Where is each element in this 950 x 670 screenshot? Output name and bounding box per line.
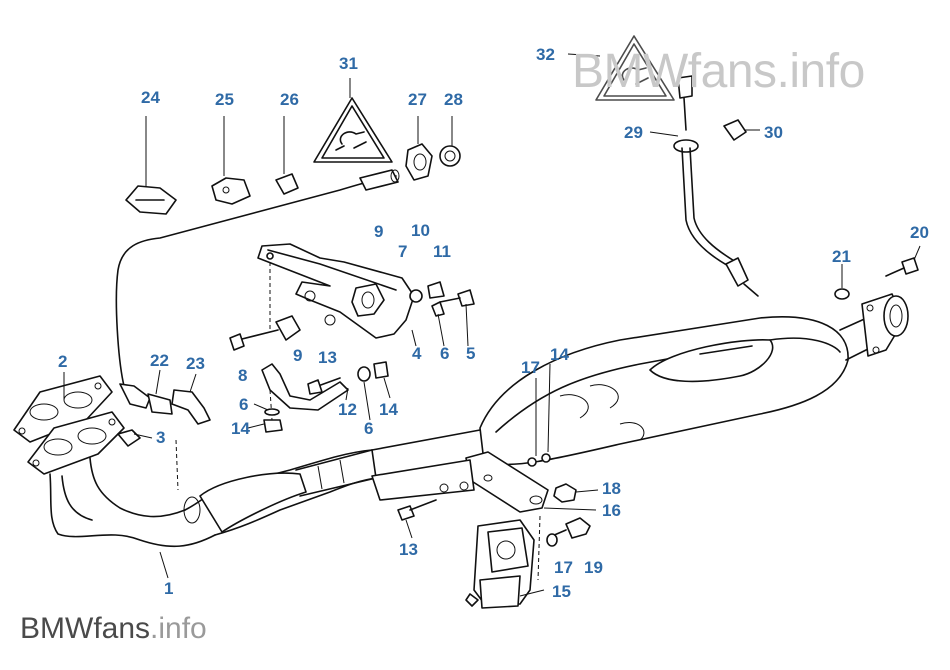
callout-14: 14 [550, 345, 569, 364]
callout-30: 30 [764, 123, 783, 142]
catalytic-converter [371, 293, 909, 479]
callout-19: 19 [584, 558, 603, 577]
clip-30 [723, 119, 747, 141]
warning-triangle-icon [313, 97, 393, 163]
callout-3: 3 [156, 428, 165, 447]
watermark-top-domain: .info [776, 45, 866, 98]
callout-16: 16 [602, 501, 621, 520]
callout-17: 17 [554, 558, 573, 577]
callout-9: 9 [293, 346, 302, 365]
callout-26: 26 [280, 90, 299, 109]
callout-13: 13 [399, 540, 418, 559]
callout-8: 8 [238, 366, 247, 385]
callout-6: 6 [239, 395, 248, 414]
callout-14: 14 [231, 419, 250, 438]
callout-24: 24 [141, 88, 160, 107]
callout-9: 9 [374, 222, 383, 241]
callout-32: 32 [536, 45, 555, 64]
callout-6: 6 [440, 344, 449, 363]
cable-clamps [405, 143, 461, 181]
watermark-bottom-domain: .info [150, 612, 207, 645]
watermark-top: BMWfans.info [572, 44, 865, 99]
callout-14: 14 [379, 400, 398, 419]
watermark-bottom: BMWfans.info [20, 612, 207, 646]
callout-23: 23 [186, 354, 205, 373]
leader-lines [63, 53, 921, 597]
support-bracket-16 [371, 451, 549, 513]
callout-18: 18 [602, 479, 621, 498]
oxygen-sensor-cable [115, 169, 400, 491]
callout-20: 20 [910, 223, 929, 242]
callout-10: 10 [411, 221, 430, 240]
callout-2: 2 [58, 352, 67, 371]
lambda-sensor-icon [595, 35, 675, 101]
callout-22: 22 [150, 351, 169, 370]
callout-5: 5 [466, 344, 475, 363]
watermark-top-brand: BMWfans [572, 45, 777, 98]
callout-27: 27 [408, 90, 427, 109]
callout-17: 17 [521, 358, 540, 377]
callout-7: 7 [398, 242, 407, 261]
callout-1: 1 [164, 579, 173, 598]
callout-4: 4 [412, 344, 422, 363]
callout-11: 11 [433, 242, 451, 261]
watermark-bottom-brand: BMWfans [20, 612, 151, 645]
callout-28: 28 [444, 90, 463, 109]
fasteners-lower [397, 453, 591, 547]
callout-25: 25 [215, 90, 234, 109]
rubber-mount-15 [465, 515, 541, 609]
callout-29: 29 [624, 123, 643, 142]
callout-31: 31 [339, 54, 358, 73]
callout-12: 12 [338, 400, 357, 419]
exhaust-downpipe [13, 375, 377, 548]
fasteners-right [834, 257, 919, 300]
cable-clips [125, 173, 299, 215]
callout-15: 15 [552, 582, 571, 601]
callout-labels: 1 2 3 4 5 6 6 6 7 8 9 9 10 11 12 13 13 1… [58, 45, 929, 601]
callout-21: 21 [832, 247, 851, 266]
callout-13: 13 [318, 348, 337, 367]
hanger-assembly [229, 243, 475, 433]
callout-6: 6 [364, 419, 373, 438]
oxygen-sensor-29 [673, 75, 759, 297]
